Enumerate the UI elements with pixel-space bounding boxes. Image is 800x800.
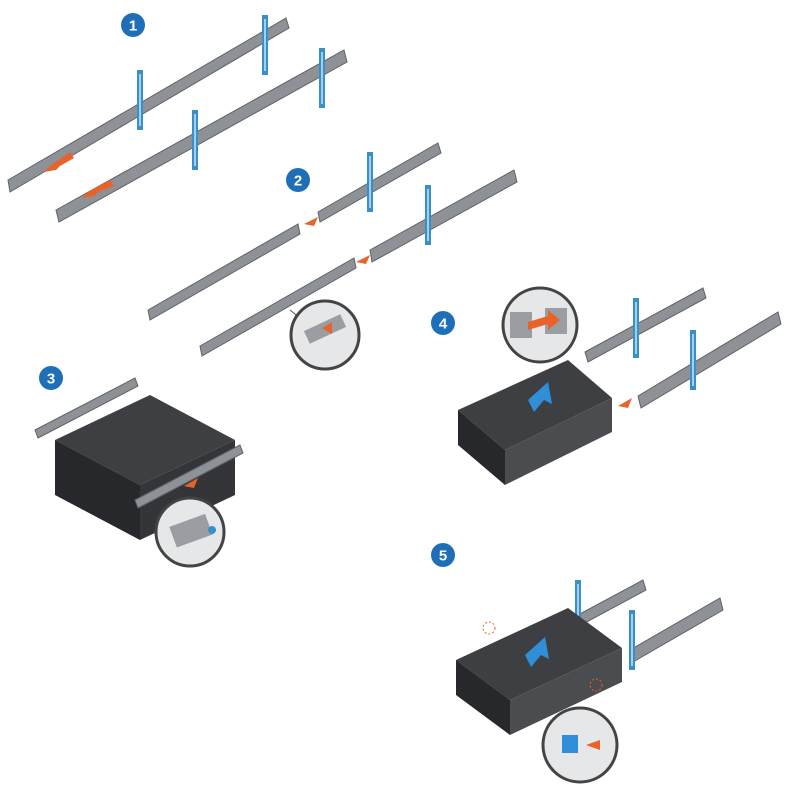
click-indicator	[482, 621, 496, 635]
orange-arrow	[82, 180, 114, 198]
orange-arrow	[44, 152, 74, 172]
rack-post	[192, 110, 198, 170]
step-3-server	[34, 377, 244, 568]
step-number: 1	[129, 18, 137, 35]
rail	[199, 257, 357, 357]
step-number: 2	[294, 173, 302, 190]
server-front	[458, 410, 505, 485]
rack-post	[367, 152, 373, 212]
blue-arrow	[525, 637, 549, 667]
rail	[34, 377, 139, 439]
click-indicator	[589, 678, 603, 692]
rail	[637, 311, 782, 409]
step-5-server	[456, 579, 724, 784]
rail	[369, 169, 518, 263]
server-front	[456, 660, 510, 735]
rack-post	[425, 185, 431, 245]
rack-post	[319, 48, 325, 108]
server-top	[55, 395, 235, 485]
step-badge-3: 3	[39, 366, 63, 390]
detail-callout	[541, 706, 619, 784]
orange-arrow	[618, 398, 632, 408]
rail	[584, 287, 707, 363]
rack-post	[137, 70, 143, 130]
step-2-rails	[147, 142, 518, 371]
step-1-rails	[7, 15, 348, 223]
server-side	[510, 648, 622, 735]
rail	[55, 49, 348, 223]
step-4-server	[458, 286, 782, 485]
rail	[147, 223, 301, 321]
rail	[317, 142, 442, 223]
orange-arrow	[356, 255, 370, 264]
rack-post	[629, 610, 635, 670]
rail	[629, 597, 724, 663]
step-badge-5: 5	[431, 543, 455, 567]
orange-arrow	[304, 217, 318, 226]
server-front	[55, 440, 140, 540]
rail	[134, 444, 244, 509]
step-badge-2: 2	[286, 168, 310, 192]
rail	[7, 17, 290, 193]
rack-post	[633, 298, 639, 358]
step-badge-1: 1	[121, 13, 145, 37]
rack-post	[262, 15, 268, 75]
blue-arrow	[528, 382, 552, 412]
server-side	[505, 398, 612, 485]
step-badge-4: 4	[431, 311, 455, 335]
rack-post	[690, 330, 696, 390]
rail	[577, 579, 647, 626]
step-number: 5	[439, 548, 447, 565]
orange-arrow	[184, 478, 198, 488]
step-number: 4	[439, 316, 448, 333]
step-number: 3	[47, 371, 55, 388]
